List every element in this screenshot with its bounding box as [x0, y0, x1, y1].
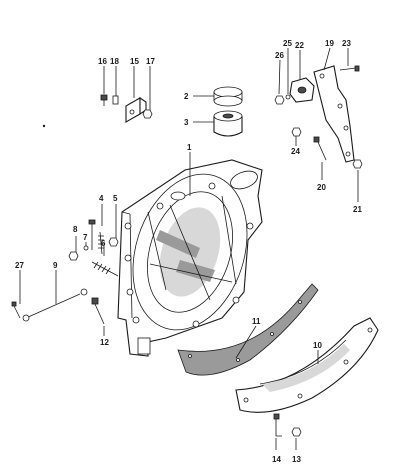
rubber-cup	[213, 86, 243, 107]
callout-labels: 1 2 3 4 5 6 7 8 9 10 11 12 13 14 15 16 1…	[15, 39, 362, 464]
stud-long	[91, 261, 119, 277]
bracket	[125, 96, 147, 123]
callout-17: 17	[146, 57, 155, 66]
stud-4	[88, 219, 96, 250]
callout-26: 26	[275, 51, 284, 60]
callout-6: 6	[101, 239, 106, 248]
bracket-22	[289, 77, 315, 103]
flywheel-housing	[117, 159, 263, 357]
callout-21: 21	[353, 205, 362, 214]
callout-3: 3	[184, 118, 189, 127]
callout-16: 16	[98, 57, 107, 66]
nut-8	[68, 251, 79, 261]
callout-14: 14	[272, 455, 281, 464]
bolt-14	[273, 413, 282, 437]
callout-25: 25	[283, 39, 292, 48]
bolt-27	[11, 301, 21, 319]
callout-7: 7	[83, 233, 88, 242]
callout-10: 10	[313, 341, 322, 350]
callout-19: 19	[325, 39, 334, 48]
nut-26	[274, 95, 285, 105]
callout-22: 22	[295, 41, 304, 50]
bolt-16	[100, 94, 108, 106]
stray-dot	[42, 124, 46, 128]
mount-cushion	[213, 110, 243, 137]
gasket	[177, 283, 319, 376]
callout-12: 12	[100, 338, 109, 347]
bolt-20	[313, 136, 327, 161]
callout-27: 27	[15, 261, 24, 270]
nut-17	[142, 109, 153, 119]
bolt-12	[91, 297, 105, 325]
callout-4: 4	[99, 194, 104, 203]
nut-24	[291, 127, 302, 137]
nut-5	[108, 237, 119, 247]
nut-21	[352, 159, 363, 169]
callout-11: 11	[252, 317, 261, 326]
cover-plate	[235, 317, 379, 413]
bolt-23	[339, 65, 360, 72]
stud-6	[98, 231, 104, 255]
callout-23: 23	[342, 39, 351, 48]
washer-18	[112, 95, 119, 105]
washer-7	[83, 245, 89, 251]
callout-13: 13	[292, 455, 301, 464]
cable	[22, 288, 88, 322]
callout-1: 1	[187, 143, 192, 152]
callout-9: 9	[53, 261, 58, 270]
callout-20: 20	[317, 183, 326, 192]
callout-24: 24	[291, 147, 300, 156]
callout-5: 5	[113, 194, 118, 203]
callout-2: 2	[184, 92, 189, 101]
support-plate	[313, 65, 355, 163]
callout-15: 15	[130, 57, 139, 66]
nut-13	[291, 427, 302, 437]
callout-18: 18	[110, 57, 119, 66]
callout-8: 8	[73, 225, 78, 234]
washer-25	[285, 94, 291, 100]
leader-lines	[19, 47, 359, 450]
